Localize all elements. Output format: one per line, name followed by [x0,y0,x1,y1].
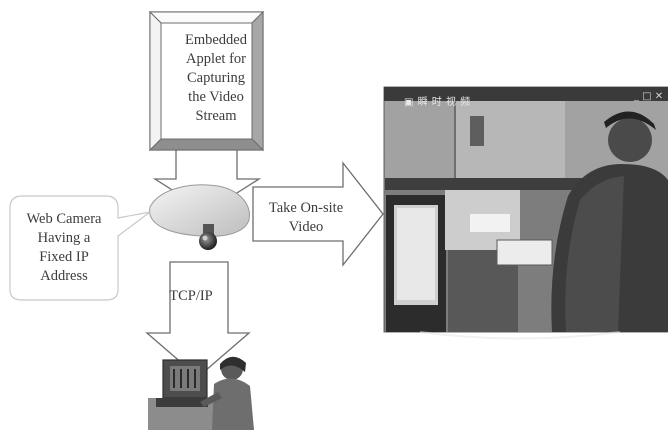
take-video-arrow [252,161,384,267]
camera-callout-line: Web Camera [26,211,102,227]
take-video-line: Video [288,219,324,235]
applet-frame [148,10,265,152]
video-window-titlebar [384,87,668,101]
camera-callout-line: Address [40,268,88,284]
applet-label-line: Embedded [184,32,247,48]
camera-callout-line: Having a [37,230,91,246]
applet-label-line: Capturing [187,70,245,86]
camera-callout-bubble [9,195,151,301]
applet-label: Embedded Applet for Capturing the Video … [166,31,266,126]
tcpip-arrow [145,261,251,378]
take-video-label: Take On-site Video [256,199,356,237]
tcpip-label: TCP/IP [169,288,213,304]
video-window [383,86,668,340]
camera-callout-line: Fixed IP [39,249,89,265]
take-video-line: Take On-site [268,200,344,216]
applet-label-line: Applet for [186,51,246,67]
video-window-controls[interactable]: _ □ ✕ [634,91,664,102]
applet-label-line: the Video [188,89,244,105]
applet-label-line: Stream [195,108,237,124]
user-at-computer-icon [148,356,254,430]
video-window-title: ▣ 瞬 时 视 频 [404,97,471,108]
camera-callout-label: Web Camera Having a Fixed IP Address [14,210,114,286]
web-camera-icon [149,184,250,250]
